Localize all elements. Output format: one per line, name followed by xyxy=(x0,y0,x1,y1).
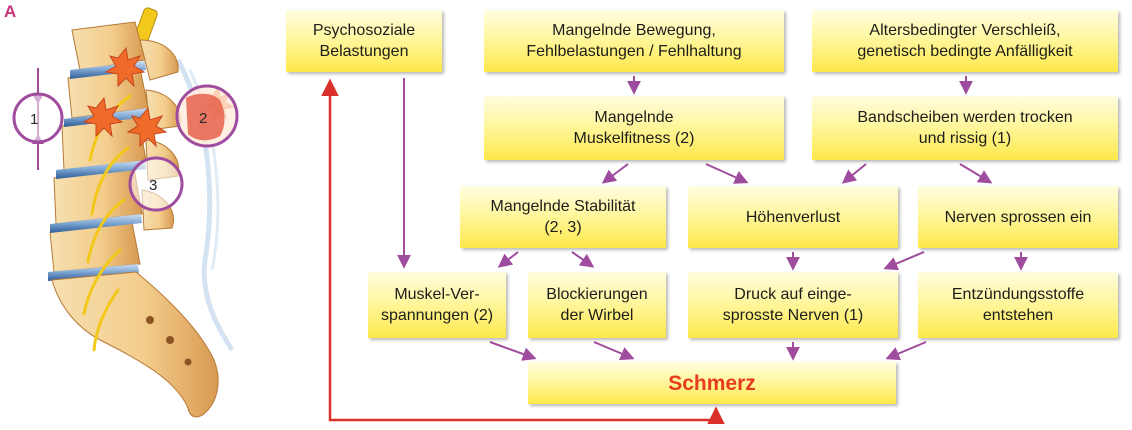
arrow-discs-to-nerves xyxy=(959,163,993,184)
svg-text:2: 2 xyxy=(199,110,207,127)
arrow-blockages-to-pain xyxy=(593,341,635,361)
marker-2: 2 xyxy=(175,84,239,148)
box-inflammation: Entzündungsstoffe entstehen xyxy=(918,272,1118,338)
arrow-tension-to-pain xyxy=(489,341,537,361)
arrow-inflammation-to-pain xyxy=(885,341,927,361)
arrow-stability-to-blockages xyxy=(571,251,595,268)
box-muscle-fitness: Mangelnde Muskelfitness (2) xyxy=(484,96,784,160)
box-pain: Schmerz xyxy=(528,362,896,404)
box-lack-of-stability: Mangelnde Stabilität (2, 3) xyxy=(460,186,666,248)
box-pressure-on-nerves: Druck auf einge- sprosste Nerven (1) xyxy=(688,272,898,338)
box-height-loss: Höhenverlust xyxy=(688,186,898,248)
box-psychosocial-stress: Psychosoziale Belastungen xyxy=(286,10,442,72)
box-vertebral-blockages: Blockierungen der Wirbel xyxy=(528,272,666,338)
svg-text:1: 1 xyxy=(30,111,38,128)
svg-text:3: 3 xyxy=(149,177,157,194)
marker-1: 1 xyxy=(12,68,64,170)
spine-illustration: 1 2 3 xyxy=(12,7,239,418)
box-nerves-sprout: Nerven sprossen ein xyxy=(918,186,1118,248)
box-lack-of-movement: Mangelnde Bewegung, Fehlbelastungen / Fe… xyxy=(484,10,784,72)
box-discs-dry-cracked: Bandscheiben werden trocken und rissig (… xyxy=(812,96,1118,160)
arrow-stability-to-tension xyxy=(497,251,519,268)
box-muscle-tension: Muskel-Ver- spannungen (2) xyxy=(368,272,506,338)
arrow-discs-to-height xyxy=(841,163,867,184)
arrow-fitness-to-height xyxy=(705,163,749,184)
panel-label: A xyxy=(4,2,17,21)
marker-3: 3 xyxy=(128,156,184,212)
box-age-related-wear: Altersbedingter Verschleiß, genetisch be… xyxy=(812,10,1118,72)
arrow-nerves-to-pressure xyxy=(883,251,925,271)
arrow-fitness-to-stability xyxy=(601,163,629,184)
